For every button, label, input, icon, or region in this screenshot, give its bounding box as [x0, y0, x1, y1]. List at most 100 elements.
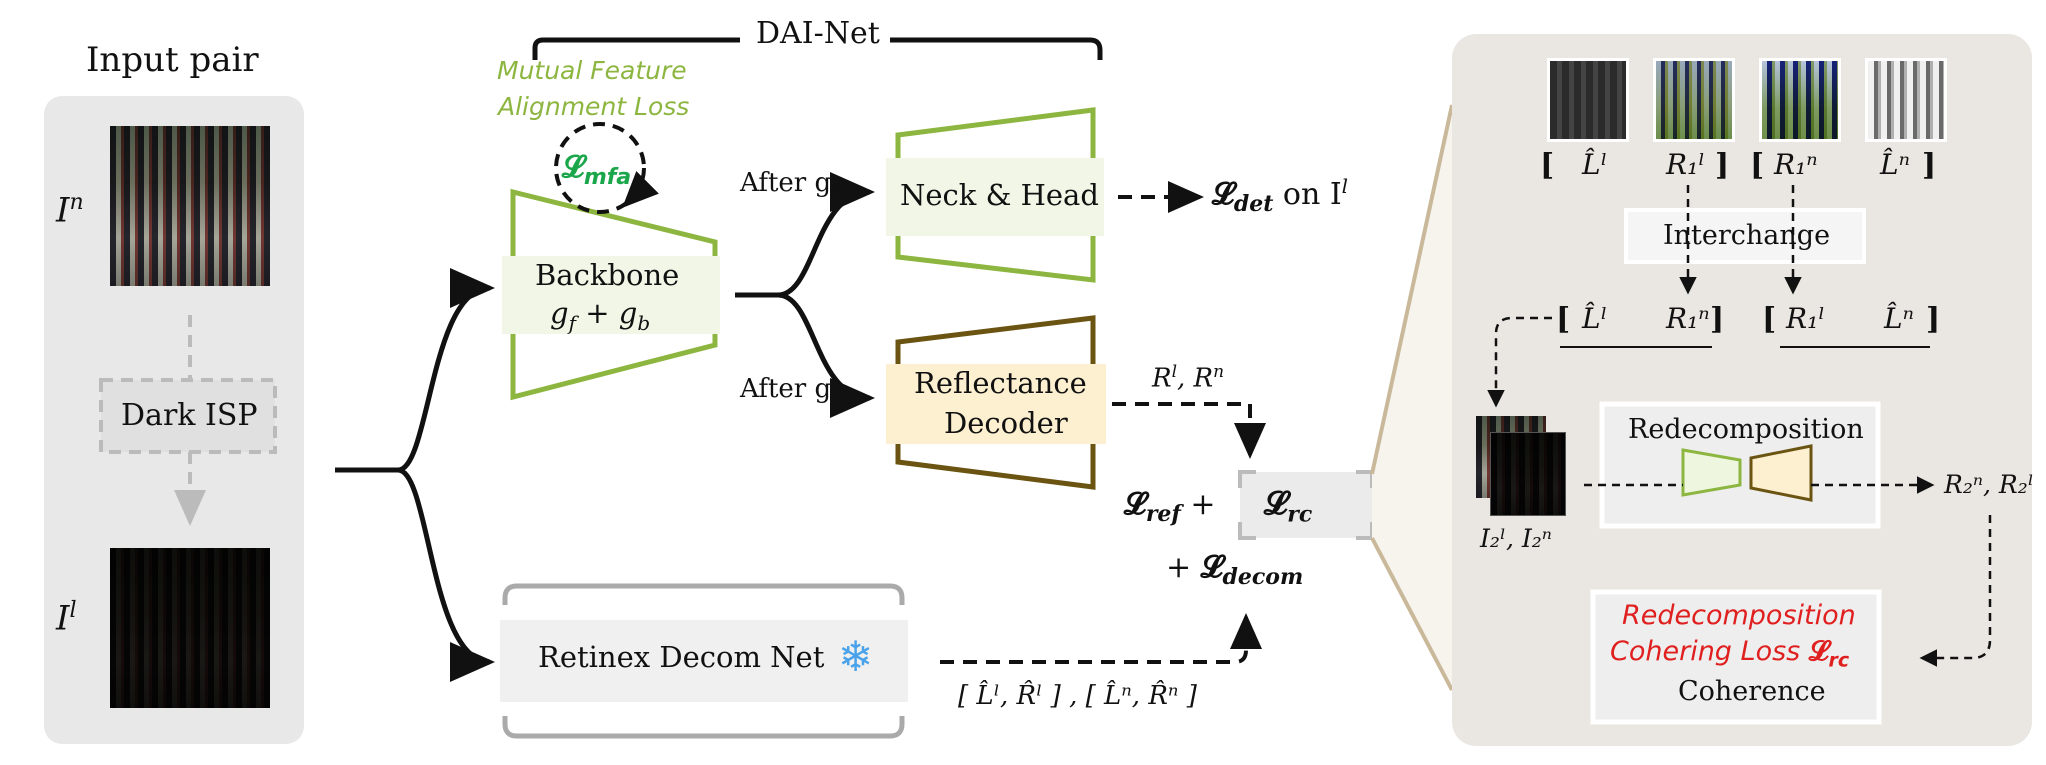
loss-subscript: rc	[1828, 649, 1850, 672]
gb-base: g	[618, 296, 638, 330]
loss-title-line2: Cohering Loss 𝓛rc	[1610, 636, 1849, 671]
after-gf-text: After g	[740, 374, 832, 404]
mid-right-open: [	[1762, 302, 1777, 337]
dark-isp-label: Dark ISP	[121, 398, 258, 433]
det-subscript: det	[1233, 191, 1274, 217]
retinex-box	[500, 620, 908, 702]
label-il: Il	[56, 598, 76, 638]
decom-plus: +	[1166, 550, 1201, 585]
coherence-label: Coherence	[1678, 676, 1826, 707]
rn-sup: n	[1213, 362, 1225, 382]
retinex-output-label: [ L̂ˡ, R̂ˡ ] , [ L̂ⁿ, R̂ⁿ ]	[958, 681, 1197, 711]
backbone-box	[502, 256, 720, 334]
ref-symbol: 𝓛	[1124, 487, 1146, 522]
backbone-plus: +	[575, 296, 619, 330]
reflect-low-thumb	[1653, 58, 1735, 142]
mfa-loss-symbol: 𝓛mfa	[562, 150, 631, 190]
det-on-sup: l	[1341, 174, 1349, 198]
dai-net-title-gap	[740, 20, 890, 60]
top-bracket-open-2: [	[1750, 148, 1765, 183]
gf-sub: f	[568, 310, 576, 335]
ref-subscript: ref	[1145, 501, 1181, 527]
interchange-label: Interchange	[1663, 220, 1831, 251]
retinex-bracket	[502, 583, 905, 739]
decom-subscript: decom	[1222, 564, 1304, 590]
zoom-line-bottom	[1370, 537, 1454, 691]
normal-light-image	[110, 126, 270, 286]
top-bracket-open-1: [	[1540, 148, 1555, 183]
det-symbol: 𝓛	[1212, 177, 1234, 212]
rc-loss-label: 𝓛rc	[1264, 484, 1312, 527]
after-gf-label: After gf	[740, 374, 838, 408]
arrow-to-backbone	[397, 268, 495, 473]
mid-left-open: [	[1556, 302, 1571, 337]
mid-left-close: ]	[1710, 302, 1725, 337]
rl-sup: l	[1171, 362, 1178, 382]
decoder-line1: Reflectance	[914, 366, 1087, 400]
backbone-formula: gf + gb	[550, 296, 650, 335]
gb-sub: b	[637, 310, 651, 335]
loss-line2-text: Cohering Loss	[1610, 636, 1809, 667]
mid-right-close: ]	[1926, 302, 1941, 337]
top-bracket-close-1: ]	[1715, 148, 1730, 183]
rn-base: , R	[1177, 363, 1214, 394]
mfa-loop	[554, 122, 646, 214]
top-label-r1-low: R₁ˡ	[1666, 148, 1706, 181]
mfa-symbol: 𝓛	[562, 150, 584, 185]
reflectance-output-label: Rl, Rn	[1152, 362, 1224, 394]
i2-low-thumb	[1490, 432, 1566, 516]
gf-base: g	[550, 296, 569, 330]
arrow-to-neck	[777, 172, 875, 298]
illum-normal-thumb	[1865, 58, 1947, 142]
snowflake-icon: ❄	[838, 632, 874, 681]
top-label-l-normal: L̂ⁿ	[1880, 148, 1910, 181]
top-label-l-low: L̂ˡ	[1582, 148, 1608, 181]
reflectance-to-rc-arrow	[1112, 402, 1266, 459]
lrc-box	[1240, 472, 1372, 538]
zoom-wedge	[1372, 105, 1452, 690]
ref-loss-label: 𝓛ref +	[1124, 487, 1216, 527]
decom-symbol: 𝓛	[1200, 550, 1223, 585]
redecomposition-box	[1599, 401, 1881, 529]
neck-head-label: Neck & Head	[900, 178, 1099, 212]
neck-head-box	[886, 158, 1104, 236]
redecomp-decoder	[1749, 444, 1813, 502]
ref-plus: +	[1180, 487, 1216, 522]
rc-panel-bg	[1452, 34, 2032, 746]
after-gf-sub: f	[831, 387, 838, 409]
arrow-to-decoder	[777, 292, 875, 418]
mfa-loss-line2: Alignment Loss	[498, 92, 690, 121]
illum-low-thumb	[1547, 58, 1629, 142]
dai-net-title: DAI-Net	[756, 16, 880, 51]
det-on: on I	[1273, 177, 1342, 212]
mfa-loss-line1: Mutual Feature	[497, 56, 687, 85]
label-in-base: I	[56, 190, 70, 231]
top-label-r1-normal: R₁ⁿ	[1774, 148, 1818, 181]
rc-subscript: rc	[1287, 501, 1313, 528]
r2-label: R₂ⁿ, R₂ˡ	[1944, 470, 2034, 499]
mfa-loop-arrow	[622, 171, 659, 208]
label-il-sup: l	[69, 598, 77, 623]
mid-left-r1-normal: R₁ⁿ	[1666, 302, 1710, 335]
coherence-box	[1590, 589, 1882, 725]
loss-symbol: 𝓛	[1808, 636, 1829, 667]
det-loss-label: 𝓛det on Il	[1212, 174, 1348, 217]
after-gb-label: After gb	[740, 168, 843, 202]
i2-label: I₂ˡ, I₂ⁿ	[1480, 524, 1552, 553]
backbone-label: Backbone	[535, 258, 680, 292]
after-gb-sub: b	[831, 181, 843, 203]
decom-loss-label: + 𝓛decom	[1166, 550, 1303, 590]
after-gb-text: After g	[740, 168, 832, 198]
reflect-normal-thumb	[1759, 58, 1841, 142]
arrow-to-retinex	[397, 467, 495, 682]
rc-symbol: 𝓛	[1264, 484, 1288, 522]
dark-isp-box	[99, 378, 277, 454]
label-in: In	[56, 190, 84, 230]
mid-left-l-low: L̂ˡ	[1582, 302, 1608, 335]
loss-title-line1: Redecomposition	[1622, 600, 1856, 631]
mfa-subscript: mfa	[583, 165, 632, 190]
top-bracket-close-2: ]	[1922, 148, 1937, 183]
decoder-line2: Decoder	[944, 406, 1068, 440]
input-pair-title: Input pair	[86, 40, 259, 80]
